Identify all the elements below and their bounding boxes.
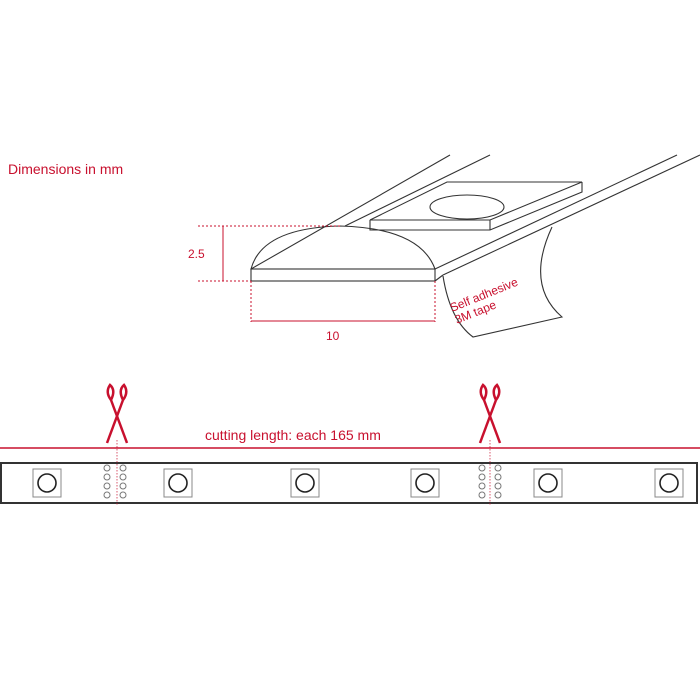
scissors-icon xyxy=(105,383,129,444)
solder-pad xyxy=(103,482,111,490)
led-chip xyxy=(533,468,563,498)
strip-profile xyxy=(250,154,700,282)
solder-pad xyxy=(494,482,502,490)
solder-pad xyxy=(494,473,502,481)
cutting-length-label: cutting length: each 165 mm xyxy=(205,427,381,443)
solder-pad xyxy=(478,473,486,481)
height-label: 2.5 xyxy=(188,247,205,261)
width-label: 10 xyxy=(326,329,340,343)
scissors-icon xyxy=(478,383,502,444)
solder-pad xyxy=(119,473,127,481)
solder-pad xyxy=(103,473,111,481)
led-chip xyxy=(163,468,193,498)
solder-pad xyxy=(119,491,127,499)
led-chip-pad xyxy=(369,181,583,231)
led-chip xyxy=(654,468,684,498)
led-chip xyxy=(410,468,440,498)
solder-pad xyxy=(478,491,486,499)
width-dimension xyxy=(250,281,436,322)
solder-pad xyxy=(119,482,127,490)
solder-pad xyxy=(494,464,502,472)
adhesive-tape-curl xyxy=(442,226,564,338)
solder-pad xyxy=(103,491,111,499)
tape-label: Self adhesive 3M tape xyxy=(448,275,520,327)
solder-pad xyxy=(478,464,486,472)
led-chip xyxy=(290,468,320,498)
solder-pad xyxy=(119,464,127,472)
solder-pad xyxy=(494,491,502,499)
solder-pad xyxy=(103,464,111,472)
solder-pad xyxy=(478,482,486,490)
height-dimension xyxy=(198,225,340,282)
led-chip xyxy=(32,468,62,498)
diagram-title: Dimensions in mm xyxy=(8,161,123,177)
